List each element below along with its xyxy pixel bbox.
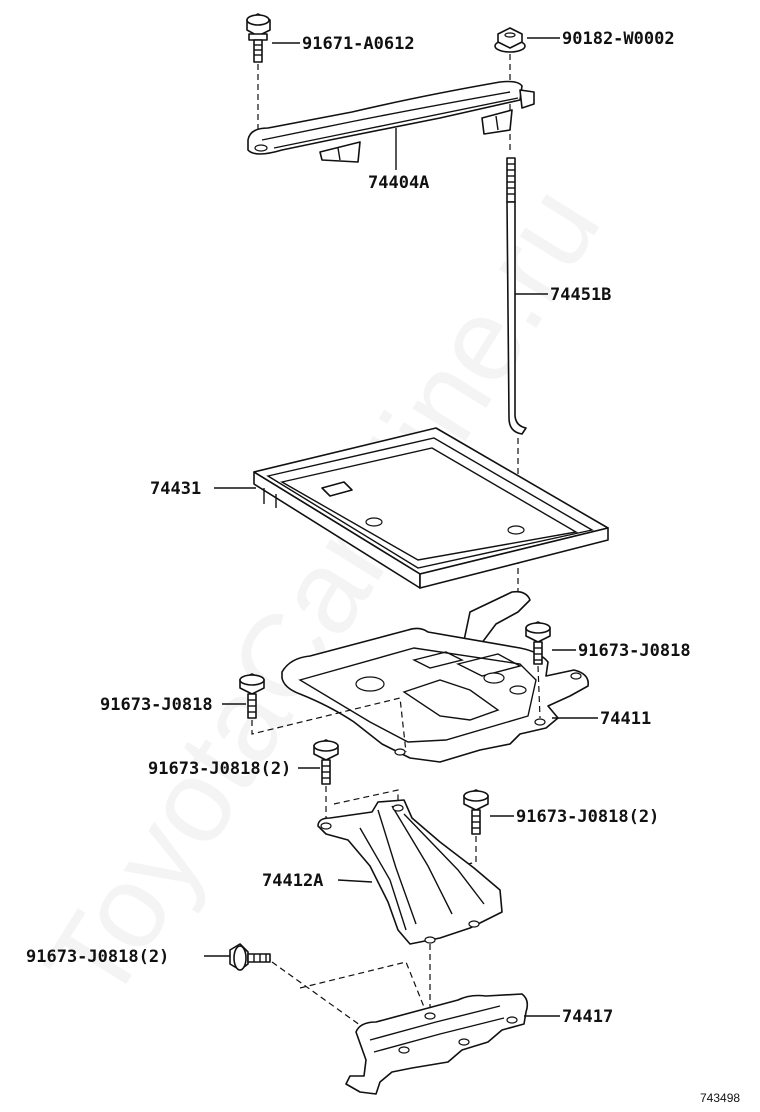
bolt-91673-j0818-left-icon: [239, 673, 265, 719]
figure-code: 743498: [700, 1091, 740, 1105]
part-label-90182-w0002: 90182-W0002: [562, 29, 675, 49]
part-label-74451b: 74451B: [550, 285, 611, 305]
bolt-91673-j0818-stay-left-icon: [313, 739, 339, 785]
battery-carrier-74411-icon: [281, 590, 590, 763]
part-label-91673-j0818-left: 91673-J0818: [100, 695, 213, 715]
bolt-91673-j0818-bracket-icon: [229, 943, 271, 971]
leader-line: [337, 879, 373, 883]
assembly-line: [271, 961, 427, 1029]
part-label-74431: 74431: [150, 479, 201, 499]
assembly-line: [251, 697, 407, 753]
bolt-91671-a0612-icon: [246, 13, 271, 63]
part-label-74417: 74417: [562, 1007, 613, 1027]
assembly-line: [537, 665, 541, 719]
part-label-74404a: 74404A: [368, 173, 429, 193]
part-label-91673-j0818-2-stay-left: 91673-J0818(2): [148, 759, 291, 779]
part-label-91673-j0818-2-bracket: 91673-J0818(2): [26, 947, 169, 967]
battery-tray-74431-icon: [253, 427, 609, 589]
part-label-91671-a0612: 91671-A0612: [302, 34, 415, 54]
bolt-91673-j0818-right-icon: [525, 621, 551, 665]
watermark-text: ToyotaCarMine.ru: [20, 164, 625, 1024]
bolt-91673-j0818-stay-right-icon: [463, 789, 489, 835]
part-label-91673-j0818-2-stay-right: 91673-J0818(2): [516, 807, 659, 827]
bracket-74417-icon: [345, 993, 529, 1095]
battery-clamp-74404a-icon: [247, 80, 535, 163]
battery-stay-74412a-icon: [317, 799, 503, 945]
part-label-91673-j0818-right: 91673-J0818: [578, 641, 691, 661]
part-label-74411: 74411: [600, 709, 651, 729]
part-label-74412a: 74412A: [262, 871, 323, 891]
clamp-rod-74451b-icon: [506, 157, 527, 435]
assembly-line: [429, 836, 477, 920]
flange-nut-90182-w0002-icon: [494, 27, 526, 53]
